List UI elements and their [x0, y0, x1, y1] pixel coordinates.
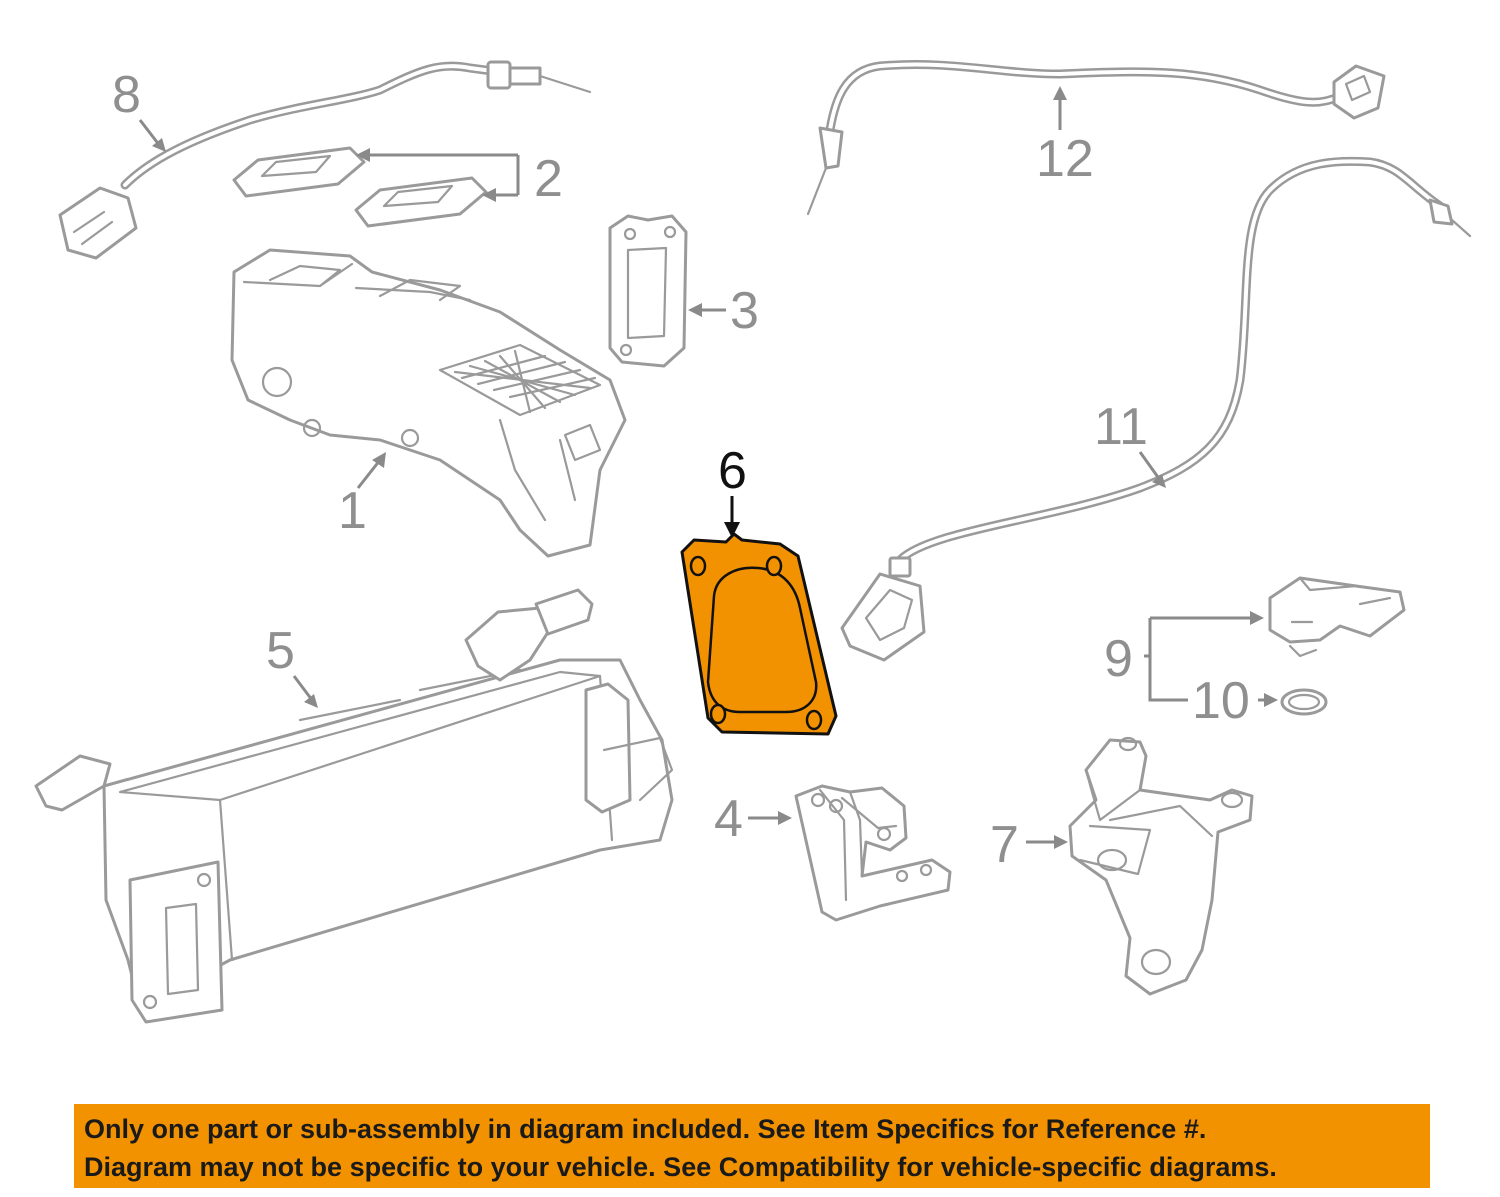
part-10-o-ring: [1280, 688, 1328, 716]
callout-3: 3: [730, 282, 759, 340]
part-2-gaskets: [232, 146, 488, 228]
callout-2: 2: [534, 150, 563, 208]
disclaimer-line-2: Diagram may not be specific to your vehi…: [84, 1152, 1277, 1182]
part-6-egr-gasket-highlighted: [680, 532, 838, 736]
part-5-egr-cooler: [34, 588, 674, 1024]
part-3-gasket: [608, 214, 688, 368]
callout-11: 11: [1094, 398, 1148, 456]
callout-5: 5: [266, 622, 295, 680]
callout-1: 1: [338, 482, 367, 540]
disclaimer-banner: Only one part or sub-assembly in diagram…: [74, 1104, 1430, 1188]
disclaimer-line-1: Only one part or sub-assembly in diagram…: [84, 1114, 1207, 1144]
part-8-temperature-sensor: [58, 60, 592, 260]
part-1-egr-valve: [230, 248, 627, 558]
callout-6: 6: [718, 442, 747, 500]
part-9-pressure-sensor: [1268, 576, 1406, 658]
callout-4: 4: [714, 790, 743, 848]
callout-8: 8: [112, 66, 141, 124]
part-4-bracket: [794, 784, 952, 922]
callout-9: 9: [1104, 630, 1133, 688]
part-12-temperature-sensor: [806, 60, 1386, 216]
part-7-mount-bracket: [1068, 736, 1254, 996]
callout-7: 7: [990, 816, 1019, 874]
callout-10: 10: [1192, 672, 1250, 730]
callout-12: 12: [1036, 130, 1094, 188]
parts-diagram: 8 2 1 3: [34, 60, 1472, 1024]
part-11-nox-sensor: [840, 156, 1472, 662]
